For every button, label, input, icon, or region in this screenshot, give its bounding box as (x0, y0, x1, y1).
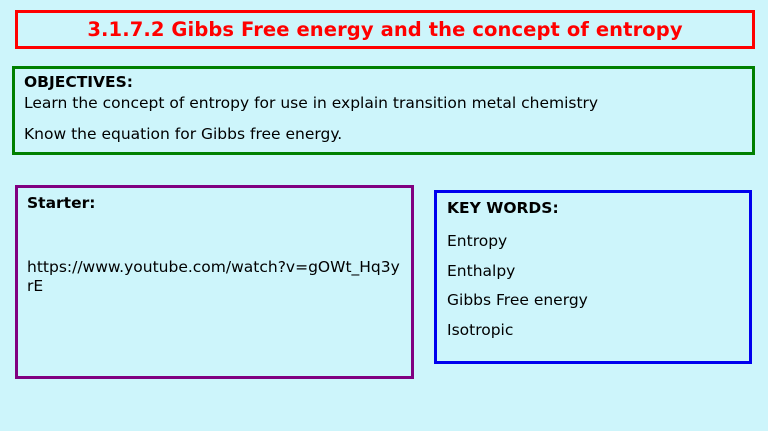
keywords-panel: KEY WORDS: Entropy Enthalpy Gibbs Free e… (434, 190, 752, 364)
keywords-heading: KEY WORDS: (447, 199, 559, 217)
objectives-heading: OBJECTIVES: (24, 73, 134, 91)
title-banner: 3.1.7.2 Gibbs Free energy and the concep… (15, 10, 755, 49)
keyword-item: Isotropic (447, 320, 514, 339)
starter-video-link[interactable]: https://www.youtube.com/watch?v=gOWt_Hq3… (27, 258, 400, 296)
page-title: 3.1.7.2 Gibbs Free energy and the concep… (87, 17, 683, 41)
objective-item-2: Know the equation for Gibbs free energy. (24, 124, 343, 143)
keyword-item: Gibbs Free energy (447, 291, 588, 310)
starter-panel: Starter: https://www.youtube.com/watch?v… (15, 185, 414, 379)
keyword-item: Entropy (447, 232, 508, 251)
keyword-item: Enthalpy (447, 261, 516, 280)
starter-heading: Starter: (27, 194, 96, 212)
objectives-panel: OBJECTIVES: Learn the concept of entropy… (12, 66, 755, 155)
objective-item-1: Learn the concept of entropy for use in … (24, 93, 599, 112)
keywords-list: Entropy Enthalpy Gibbs Free energy Isotr… (447, 234, 749, 338)
